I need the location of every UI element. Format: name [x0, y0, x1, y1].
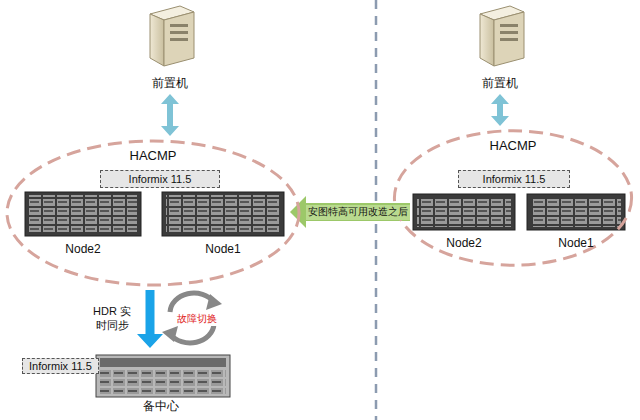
rack-server [25, 192, 141, 236]
drawing-part [164, 12, 194, 66]
drawing-part [170, 31, 188, 34]
drawing-part [100, 358, 226, 367]
drawing-part [500, 38, 518, 41]
rack-server [162, 192, 284, 236]
failover-symbol [162, 293, 222, 343]
drawing-part [170, 38, 188, 41]
software-tag: Informix 11.5 [100, 170, 220, 188]
drawing-part [162, 192, 284, 236]
cluster-node: Node2 [22, 190, 144, 256]
node-text: 前置机 [152, 75, 188, 92]
edge-label: HDR 实时同步 [88, 305, 136, 333]
drawing-part [500, 31, 518, 34]
drawing-part [417, 197, 511, 227]
drawing-part [413, 194, 515, 230]
drawing-part [29, 195, 137, 232]
drawing-part [531, 197, 621, 227]
backup-center: Informix 11.5 备中心 [18, 350, 236, 416]
drawing-part [480, 14, 494, 66]
cloud-outline-shape [7, 141, 299, 285]
edge-label: 安图特高可用改造之后 [306, 205, 410, 220]
rack-server [527, 194, 625, 230]
rack-server [413, 194, 515, 230]
node-text: Informix 11.5 [129, 173, 192, 185]
connector-arrow [137, 290, 163, 348]
drawing-part [494, 12, 524, 66]
drawing-part [206, 294, 222, 310]
connector-arrow [290, 196, 410, 228]
drawing-part [162, 326, 178, 342]
hacmp-cluster: HACMP Informix 11.5Node2 Node1 [4, 138, 302, 288]
node-text: HACMP [130, 148, 177, 163]
server-icon [150, 6, 194, 66]
drawing-part [100, 370, 226, 394]
node-text: HACMP [490, 138, 537, 153]
server-icon [480, 6, 524, 66]
connector-arrow [491, 94, 509, 126]
node-text: Node2 [65, 242, 100, 256]
cluster-node: Node2 [410, 190, 518, 250]
front-server: 前置机 [460, 4, 540, 92]
drawing-part [170, 24, 188, 27]
node-text: 前置机 [482, 75, 518, 92]
drawing-part [96, 355, 230, 397]
connector-arrow [161, 94, 179, 136]
drawing-part [25, 192, 141, 236]
cluster-node: Node1 [158, 190, 288, 256]
drawing-part [150, 14, 164, 66]
node-text: Node1 [558, 236, 593, 250]
backup-server [96, 355, 230, 397]
software-tag: Informix 11.5 [22, 358, 99, 374]
cloud-outline-shape [394, 131, 631, 265]
drawing-part [500, 24, 518, 27]
node-text: Node2 [446, 236, 481, 250]
software-tag: Informix 11.5 [458, 170, 570, 188]
cluster-node: Node1 [522, 190, 630, 250]
note-label: 故障切换 [176, 312, 218, 326]
node-text: Node1 [205, 242, 240, 256]
front-server: 前置机 [130, 4, 210, 92]
node-text: Informix 11.5 [483, 173, 546, 185]
hacmp-cluster: HACMP Informix 11.5Node2 Node1 [392, 128, 634, 268]
drawing-part [527, 194, 625, 230]
drawing-part [166, 195, 280, 232]
node-text: 备中心 [96, 398, 226, 415]
